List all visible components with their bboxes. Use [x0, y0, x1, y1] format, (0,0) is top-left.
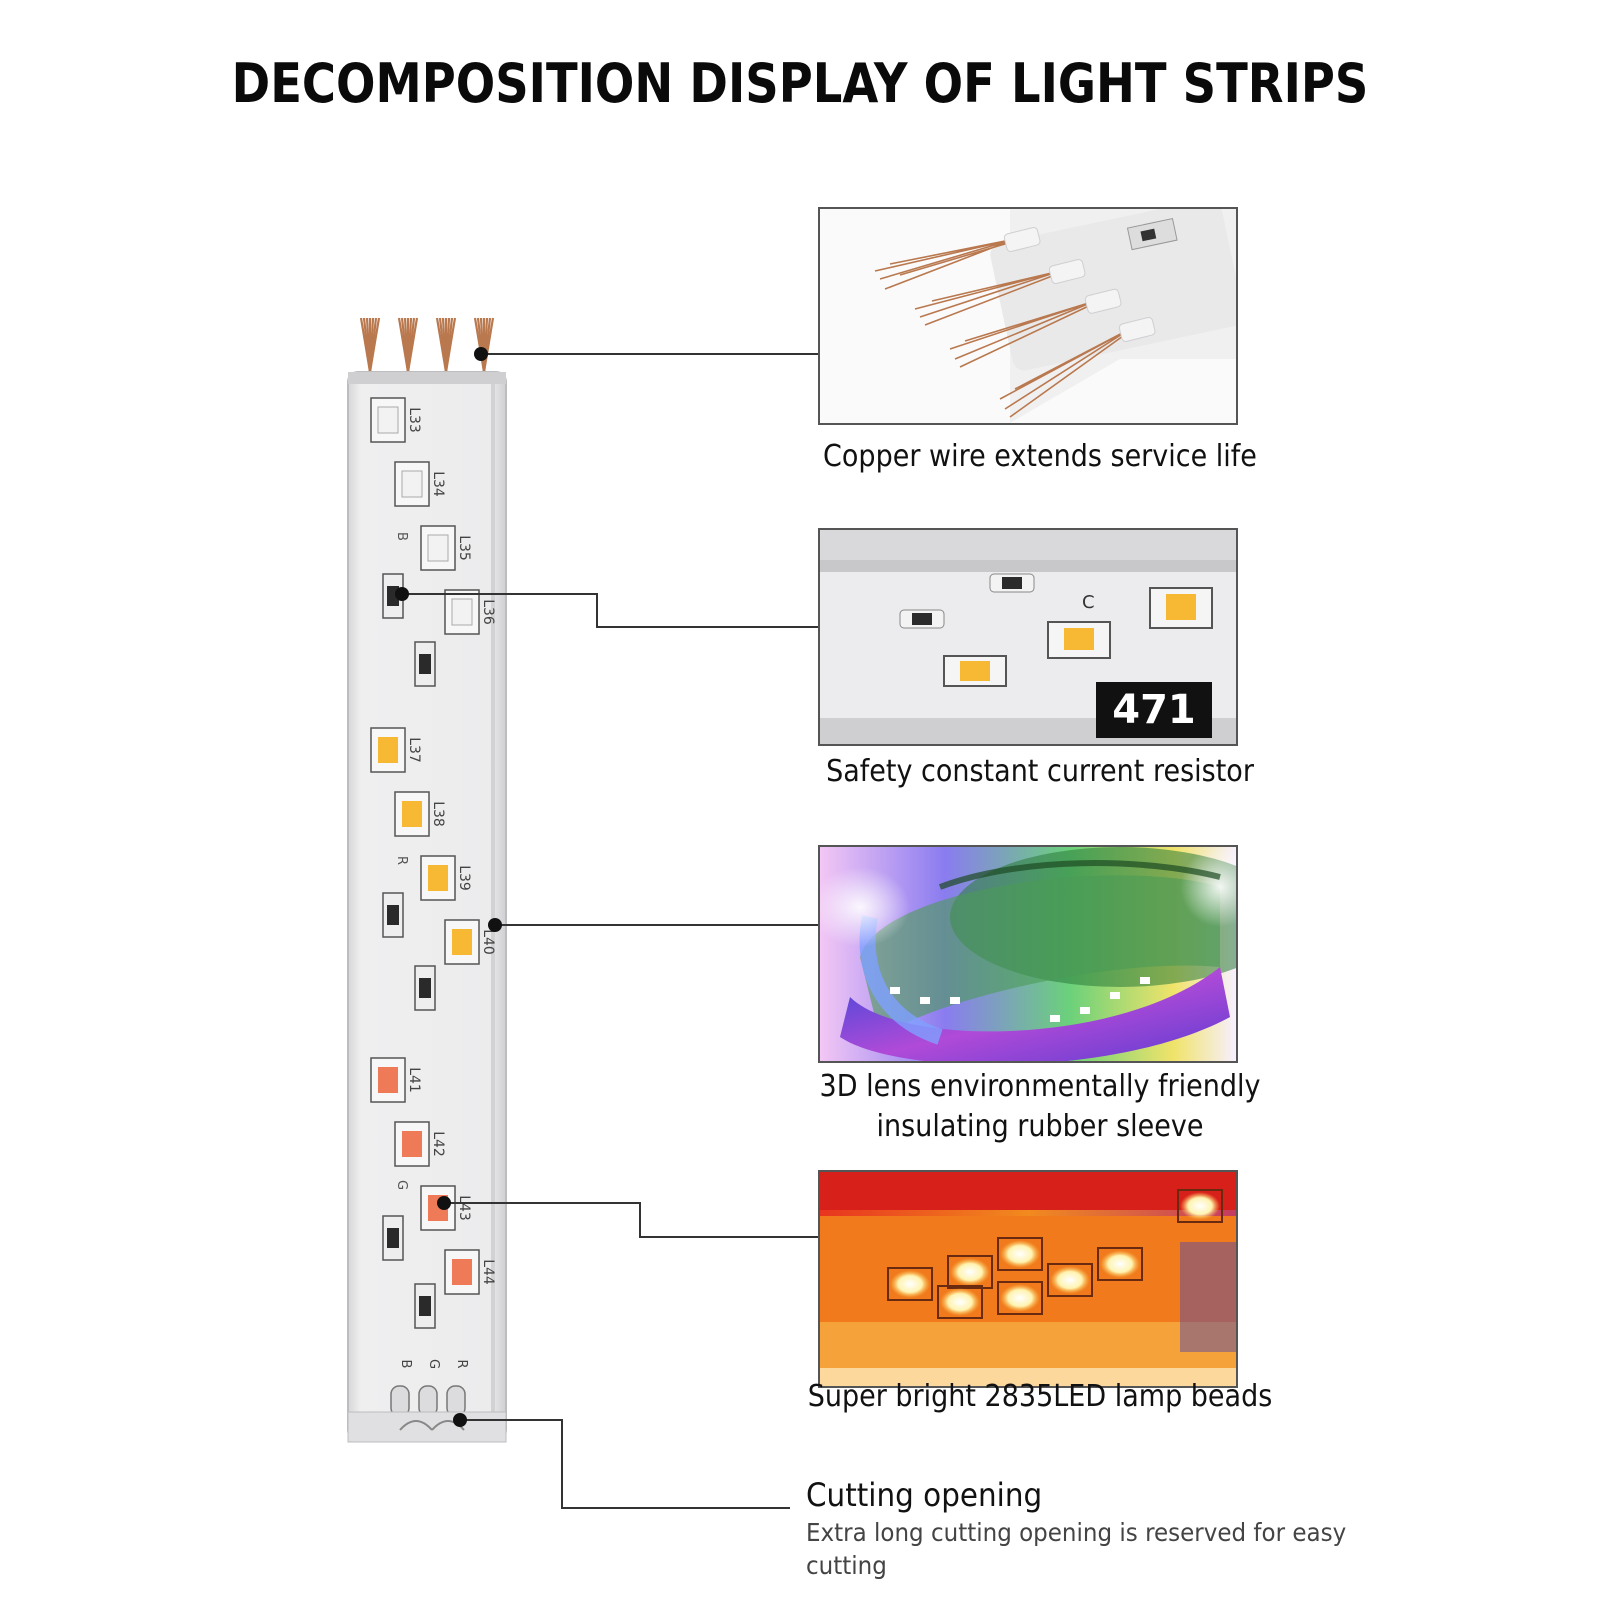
- led-label: L33: [406, 407, 422, 433]
- glowing-led: [1047, 1263, 1093, 1297]
- pad-label: B: [398, 1360, 413, 1369]
- channel-label: R: [394, 856, 409, 865]
- led-chip: [402, 801, 422, 827]
- resistor: [382, 892, 404, 938]
- resistor-chip: [387, 1228, 399, 1248]
- resistor-frame: [382, 892, 404, 938]
- led-label: L41: [406, 1067, 422, 1093]
- led-chip: [377, 406, 399, 434]
- led-label: L44: [480, 1259, 496, 1285]
- leader-dots: [395, 347, 502, 1427]
- led-frame: [444, 1249, 480, 1295]
- led-chip: [451, 598, 473, 626]
- led-bead: L42: [394, 1121, 446, 1167]
- channel-label: B: [394, 532, 409, 541]
- led-bead: L36: [444, 589, 496, 635]
- resistor-chip: [419, 654, 431, 674]
- leader-resistor: [402, 593, 818, 628]
- led-bead: L33: [370, 397, 422, 443]
- resistor-code-badge: 471: [1096, 682, 1212, 738]
- resistor-frame: [414, 641, 436, 687]
- panel-rubber-sleeve: [818, 845, 1238, 1063]
- caption-copper-wire: Copper wire extends service life: [823, 439, 1257, 474]
- led-bead: L40: [444, 919, 496, 965]
- svg-text:C: C: [1082, 592, 1095, 613]
- copper-strand: [406, 317, 419, 373]
- resistor-chip: [419, 978, 431, 998]
- resistor-chip: [419, 1296, 431, 1316]
- led-label: L40: [480, 929, 496, 955]
- led-chip: [402, 1131, 422, 1157]
- strip-bottom-cap: [347, 1411, 507, 1443]
- glowing-led: [1097, 1247, 1143, 1281]
- glowing-led: [937, 1285, 983, 1319]
- resistor-chip: [387, 905, 399, 925]
- led-chip: [452, 1259, 472, 1285]
- led-label: L35: [456, 535, 472, 561]
- led-label: L37: [406, 737, 422, 763]
- caption-rubber-sleeve: 3D lens environmentally friendly insulat…: [819, 1069, 1261, 1144]
- led-bead: L38: [394, 791, 446, 837]
- led-label: L38: [430, 801, 446, 827]
- caption-resistor: Safety constant current resistor: [826, 754, 1254, 789]
- led-label: L43: [456, 1195, 472, 1221]
- pad-label: G: [426, 1359, 441, 1369]
- resistor-frame: [414, 1283, 436, 1329]
- channel-label: G: [394, 1180, 409, 1190]
- led-chip: [378, 1067, 398, 1093]
- caption-led-beads: Super bright 2835LED lamp beads: [807, 1379, 1273, 1414]
- led-label: L36: [480, 599, 496, 625]
- led-bead: L43: [420, 1185, 472, 1231]
- led-bead: L37: [370, 727, 422, 773]
- copper-strand: [444, 317, 457, 373]
- copper-strand: [482, 317, 495, 373]
- glowing-led: [997, 1281, 1043, 1315]
- cutting-opening-description: Extra long cutting opening is reserved f…: [806, 1518, 1347, 1580]
- glowing-led: [887, 1267, 933, 1301]
- led-label: L34: [430, 471, 446, 497]
- led-chip: [428, 865, 448, 891]
- panel-copper-wire: [818, 207, 1238, 425]
- led-bead: L39: [420, 855, 472, 901]
- led-frame: [420, 855, 456, 901]
- leader-lines: [402, 353, 818, 1509]
- led-bead: L34: [394, 461, 446, 507]
- resistor: [414, 1283, 436, 1329]
- resistor: [382, 1215, 404, 1261]
- resistor: [414, 965, 436, 1011]
- pad-label: R: [454, 1359, 469, 1368]
- strip-top-cap: [348, 372, 506, 384]
- led-label: L42: [430, 1131, 446, 1157]
- led-bead: L41: [370, 1057, 422, 1103]
- led-bead: L35: [420, 525, 472, 571]
- leader-cutting: [460, 1419, 790, 1509]
- panel-resistor: C 471: [818, 528, 1238, 746]
- cutting-opening-title: Cutting opening: [806, 1476, 1043, 1514]
- copper-strand: [368, 317, 381, 373]
- glowing-led: [1177, 1189, 1223, 1223]
- amber-leds: [943, 587, 1213, 687]
- resistor: [414, 641, 436, 687]
- resistor-frame: [414, 965, 436, 1011]
- led-label: L39: [456, 865, 472, 891]
- page-title: DECOMPOSITION DISPLAY OF LIGHT STRIPS: [231, 52, 1369, 115]
- glowing-led: [997, 1237, 1043, 1271]
- led-chip: [401, 470, 423, 498]
- led-bead: L44: [444, 1249, 496, 1295]
- led-chip: [378, 737, 398, 763]
- led-chip: [427, 534, 449, 562]
- led-chip: [452, 929, 472, 955]
- copper-wires: [359, 317, 495, 373]
- resistor-chip: [899, 573, 1035, 629]
- glowing-led: [947, 1255, 993, 1289]
- leader-led: [444, 1202, 818, 1238]
- resistor-frame: [382, 1215, 404, 1261]
- panel-led-beads: [818, 1170, 1238, 1388]
